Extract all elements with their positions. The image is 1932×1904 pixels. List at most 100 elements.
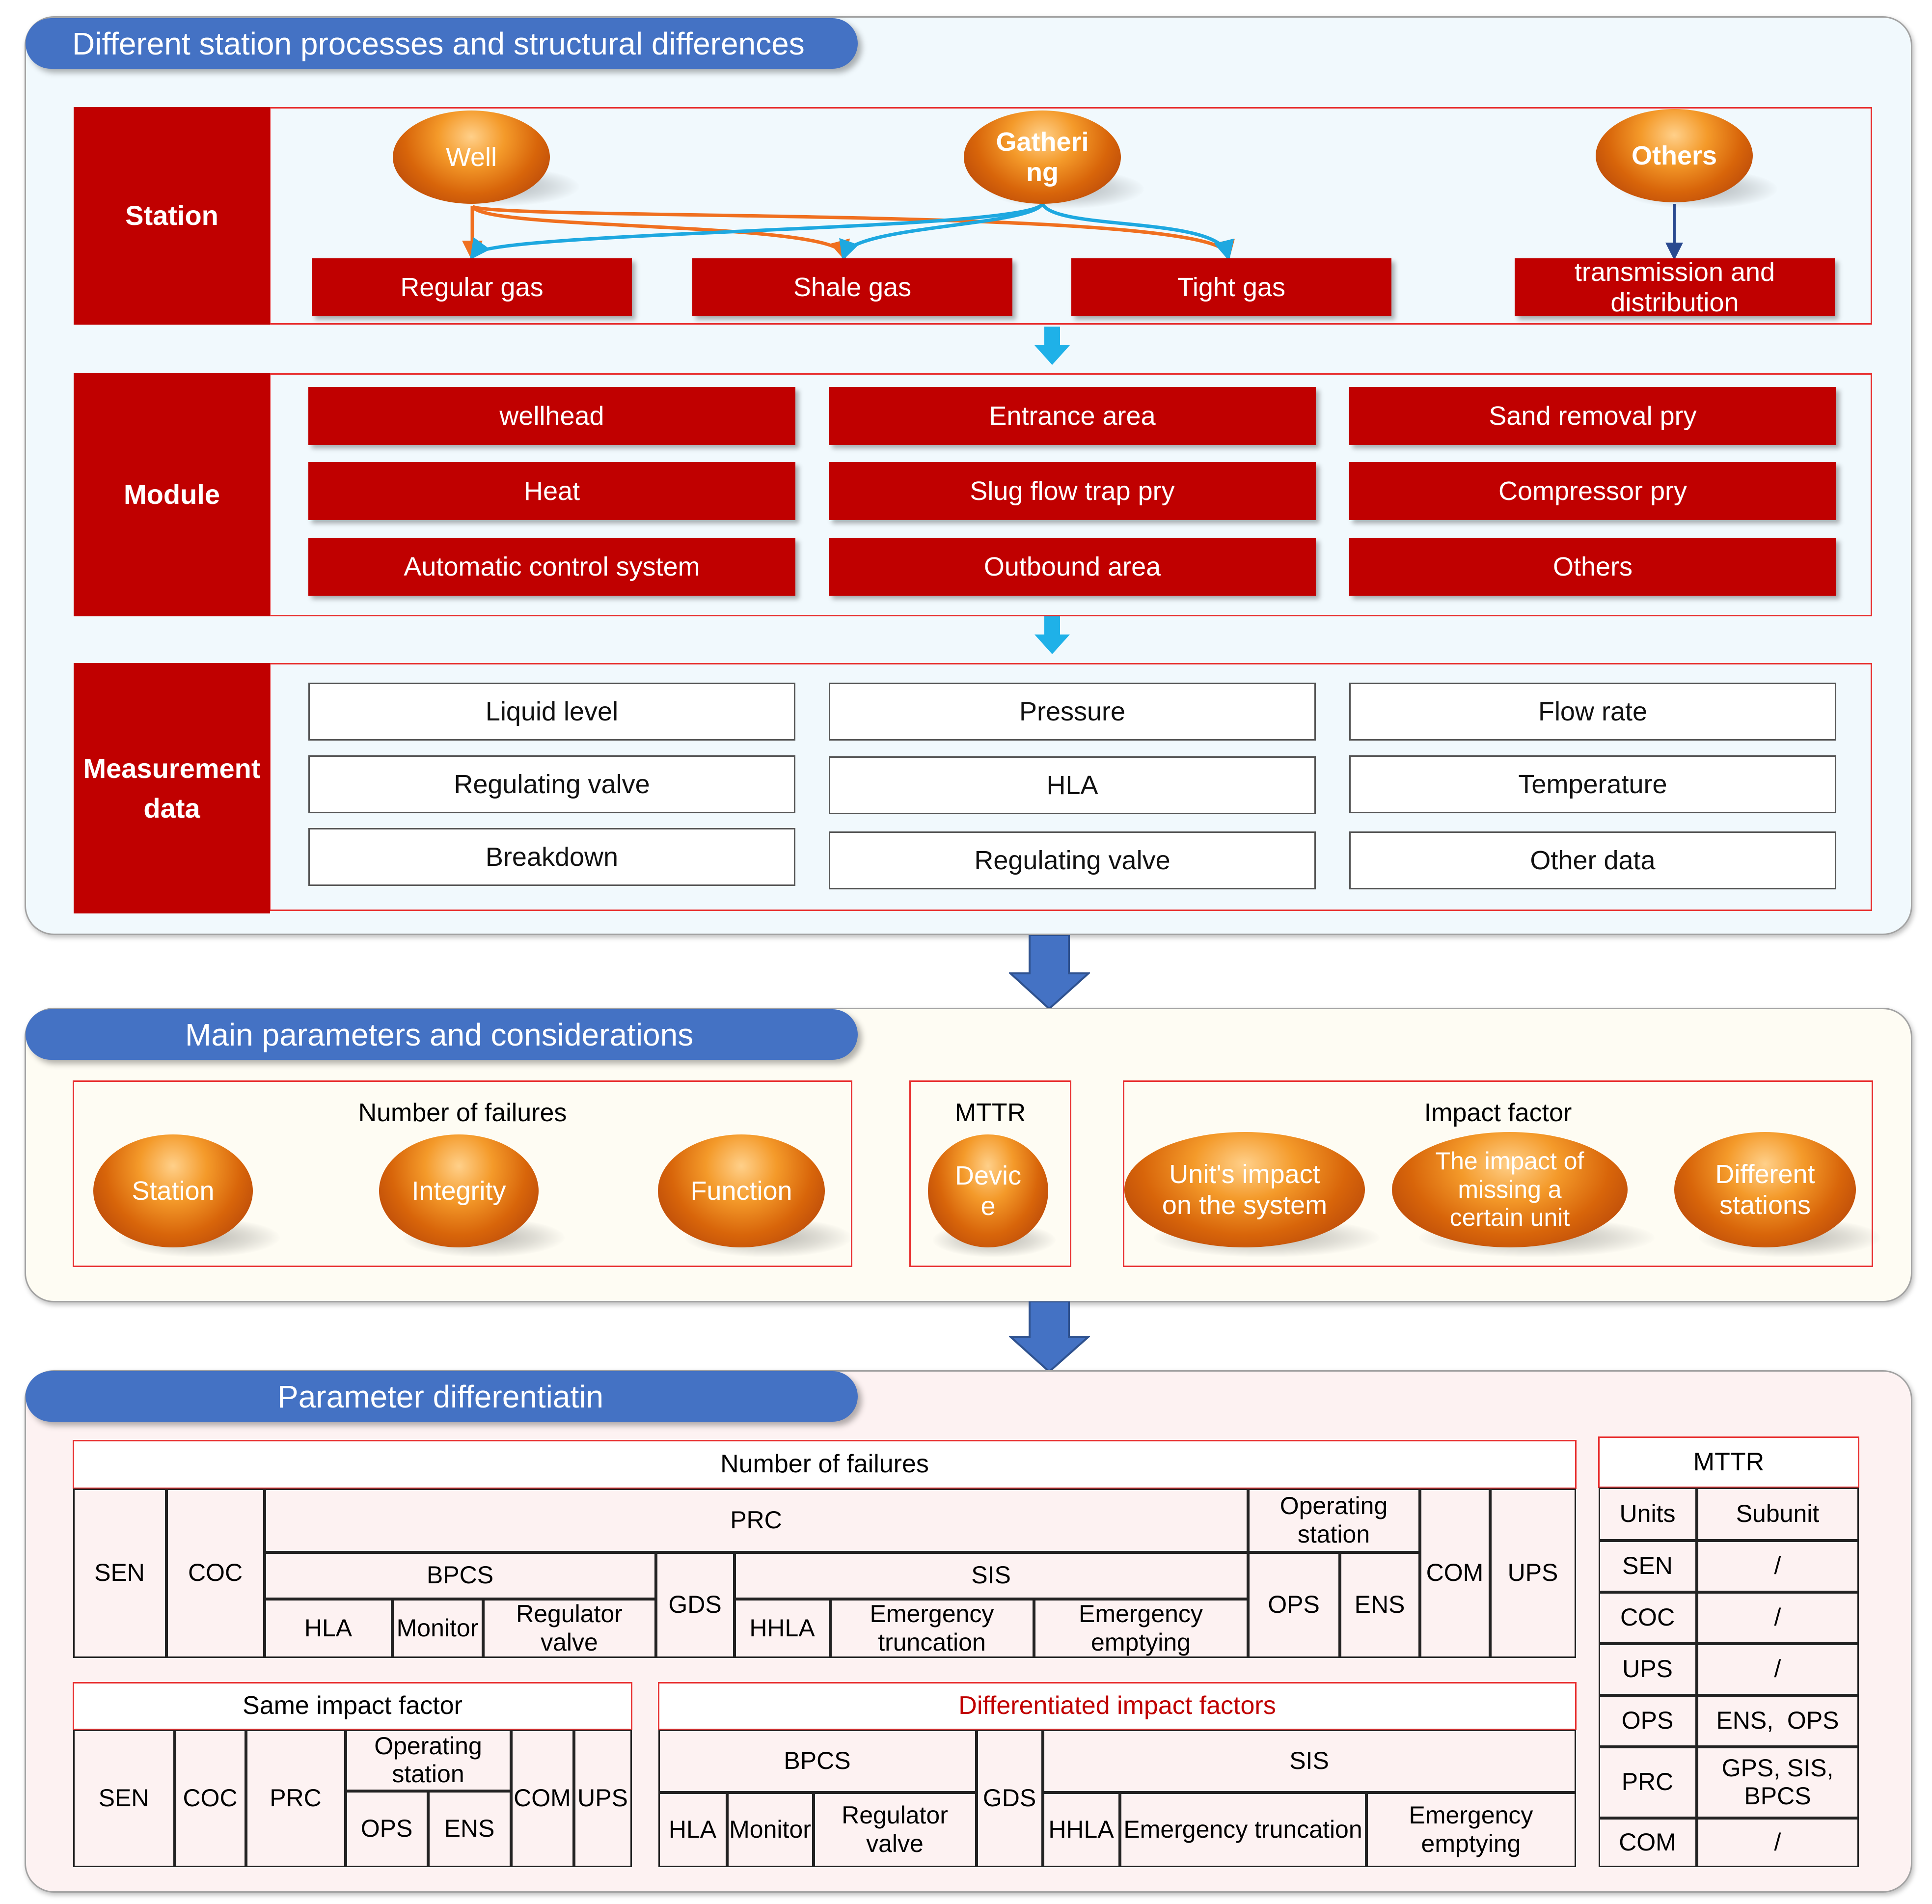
dt-bpcs: BPCS [658,1729,977,1793]
module-slug-flow: Slug flow trap pry [829,462,1316,520]
module-wellhead: wellhead [308,387,795,445]
mt-row3-unit: OPS [1598,1695,1697,1747]
meas-other-data: Other data [1349,831,1836,889]
ft-operating-station: Operating station [1248,1488,1420,1552]
section2-title: Main parameters and considerations [185,1017,694,1052]
ft-coc: COC [166,1488,265,1658]
dt-hhla: HHLA [1042,1792,1120,1867]
impact-unit-egg: Unit's impact on the system [1124,1132,1365,1247]
mt-row1-unit: COC [1598,1592,1697,1644]
mt-row4-subunit: GPS, SIS, BPCS [1696,1746,1859,1818]
cyan-arrow-1 [1034,327,1070,365]
failures-group-title: Number of failures [358,1099,567,1128]
mt-row0-unit: SEN [1598,1540,1697,1592]
same-table-title: Same impact factor [73,1682,632,1730]
st-operating-station: Operating station [345,1729,511,1791]
st-com: COM [511,1729,574,1867]
well-node: Well [393,110,550,204]
impact-missing-egg: The impact of missing a certain unit [1392,1132,1628,1247]
diff-table-title: Differentiated impact factors [658,1682,1577,1730]
regular-gas-box: Regular gas [312,258,632,316]
ft-prc: PRC [264,1488,1248,1552]
mt-row5-unit: COM [1598,1818,1697,1867]
failures-integrity-egg: Integrity [379,1134,539,1247]
st-ups: UPS [573,1729,632,1867]
gathering-to-tight-line [1040,202,1234,261]
mt-header-units: Units [1598,1487,1697,1541]
ft-bpcs: BPCS [264,1552,656,1599]
ft-ops: OPS [1248,1552,1340,1658]
tight-gas-box: Tight gas [1071,258,1391,316]
dt-sis: SIS [1042,1729,1576,1793]
module-others: Others [1349,538,1836,596]
st-ens: ENS [428,1791,511,1867]
impact-frame [1123,1080,1873,1267]
section3-banner: Parameter differentiatin [26,1371,858,1422]
well-to-tight-line [471,204,1235,261]
failures-table-title: Number of failures [73,1440,1577,1489]
section1-banner: Different station processes and structur… [26,18,858,69]
failures-station-egg: Station [93,1134,253,1247]
flow-arrow-2 [1009,1301,1090,1373]
meas-flow-rate: Flow rate [1349,683,1836,741]
dt-regulator-valve: Regulator valve [813,1792,977,1867]
dt-gds: GDS [976,1729,1043,1867]
impact-different-egg: Different stations [1674,1132,1856,1247]
well-to-shale-line [470,205,850,261]
ft-sis: SIS [734,1552,1248,1599]
dt-hla: HLA [658,1792,727,1867]
dt-monitor: Monitor [727,1792,814,1867]
st-sen: SEN [73,1729,175,1867]
module-entrance-area: Entrance area [829,387,1316,445]
ft-regulator-valve: Regulator valve [483,1599,656,1658]
mttr-table-title: MTTR [1598,1436,1859,1488]
module-outbound-area: Outbound area [829,538,1316,596]
dt-emergency-truncation: Emergency truncation [1119,1792,1366,1867]
meas-temperature: Temperature [1349,755,1836,813]
mt-row2-subunit: / [1696,1643,1859,1695]
ft-com: COM [1419,1488,1490,1658]
mt-row2-unit: UPS [1598,1643,1697,1695]
mt-header-subunit: Subunit [1696,1487,1859,1541]
cyan-arrow-2 [1034,616,1070,654]
module-label: Module [74,373,270,616]
mttr-frame [909,1080,1071,1267]
mttr-device-egg: Devic e [928,1134,1048,1247]
impact-group-title: Impact factor [1424,1099,1572,1128]
others-node: Others [1596,109,1753,202]
gathering-node: Gatheri ng [964,110,1121,204]
ft-hhla: HHLA [734,1599,830,1658]
ft-ens: ENS [1339,1552,1420,1658]
ft-gds: GDS [655,1552,735,1658]
gathering-to-shale-line [839,202,1044,261]
station-label: Station [74,107,270,325]
section2-banner: Main parameters and considerations [26,1009,858,1060]
dt-emergency-emptying: Emergency emptying [1366,1792,1576,1867]
meas-regulating-valve-2: Regulating valve [829,831,1316,889]
mt-row4-unit: PRC [1598,1746,1697,1818]
module-sand-removal: Sand removal pry [1349,387,1836,445]
module-compressor: Compressor pry [1349,462,1836,520]
ft-ups: UPS [1490,1488,1576,1658]
meas-breakdown: Breakdown [308,828,795,886]
failures-function-egg: Function [658,1134,825,1247]
module-heat: Heat [308,462,795,520]
meas-pressure: Pressure [829,683,1316,741]
station-connectors [462,202,1683,261]
gathering-to-regular-line [469,202,1044,260]
meas-hla: HLA [829,756,1316,814]
section3-title: Parameter differentiatin [277,1379,604,1414]
flow-arrow-1 [1009,935,1090,1010]
mt-row5-subunit: / [1696,1818,1859,1867]
st-ops: OPS [345,1791,428,1867]
meas-regulating-valve: Regulating valve [308,755,795,813]
failures-frame [73,1080,852,1267]
transmission-distribution-box: transmission and distribution [1515,257,1835,317]
section1-title: Different station processes and structur… [72,26,805,61]
ft-sen: SEN [73,1488,166,1658]
ft-hla: HLA [264,1599,392,1658]
mt-row0-subunit: / [1696,1540,1859,1592]
ft-emergency-emptying: Emergency emptying [1034,1599,1248,1658]
meas-liquid-level: Liquid level [308,683,795,741]
mttr-group-title: MTTR [954,1099,1026,1128]
